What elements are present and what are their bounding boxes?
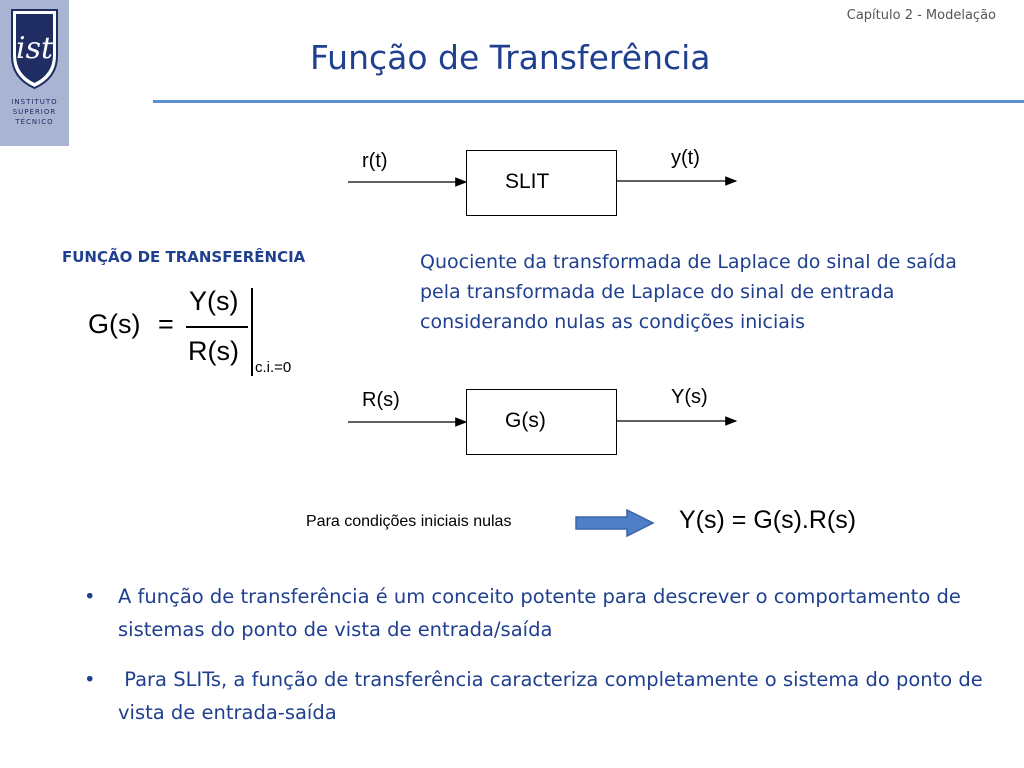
bullet-item: • A função de transferência é um conceit… [84, 580, 984, 646]
chapter-label: Capítulo 2 - Modelação [846, 8, 996, 23]
bullet-item: • Para SLITs, a função de transferência … [84, 663, 984, 729]
evaluation-bar [251, 288, 253, 376]
transfer-function-block [466, 389, 617, 455]
ist-logo: ist INSTITUTO SUPERIOR TÉCNICO [0, 0, 69, 146]
bottom-diagram-arrows [348, 416, 738, 427]
top-diagram-arrows [348, 176, 738, 187]
logo-line-3: TÉCNICO [15, 118, 54, 126]
top-output-signal: y(t) [671, 147, 700, 169]
logo-line-1: INSTITUTO [11, 98, 58, 106]
block-arrow-icon [575, 509, 655, 538]
title-divider [153, 100, 1024, 103]
slit-block-label: SLIT [505, 170, 550, 193]
definition-text: Quociente da transformada de Laplace do … [420, 251, 957, 333]
slit-block [466, 150, 617, 216]
bullet-list: • A função de transferência é um conceit… [84, 580, 984, 746]
page-title: Função de Transferência [310, 38, 711, 77]
fraction-bar [186, 326, 248, 328]
bullet-glyph: • [84, 585, 96, 608]
condition-label: Para condições iniciais nulas [306, 513, 512, 530]
logo-line-2: SUPERIOR [12, 108, 57, 116]
formula-equals: = [158, 309, 174, 339]
svg-text:ist: ist [16, 31, 54, 66]
transfer-function-block-label: G(s) [505, 409, 546, 432]
bullet-text: A função de transferência é um conceito … [118, 585, 961, 641]
bottom-input-signal: R(s) [362, 389, 400, 411]
result-equation: Y(s) = G(s).R(s) [679, 506, 857, 534]
formula-numerator: Y(s) [189, 286, 239, 316]
bullet-glyph: • [84, 668, 96, 691]
ist-shield-icon: ist [11, 9, 58, 90]
formula-subscript: c.i.=0 [255, 359, 292, 376]
bullet-text: Para SLITs, a função de transferência ca… [118, 668, 989, 724]
formula-lhs: G(s) [88, 309, 141, 339]
section-heading: FUNÇÃO DE TRANSFERÊNCIA [62, 248, 306, 266]
formula-denominator: R(s) [188, 336, 239, 366]
top-input-signal: r(t) [362, 150, 388, 172]
bottom-output-signal: Y(s) [671, 386, 708, 408]
